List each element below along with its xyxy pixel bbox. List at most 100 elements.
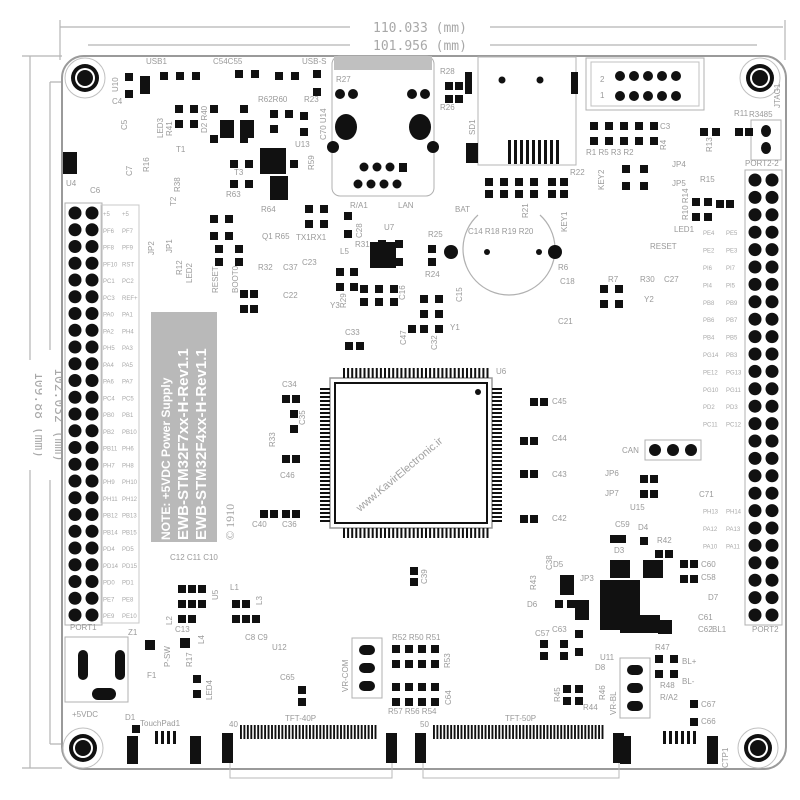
header-pin <box>85 223 99 237</box>
port1-pin-label: PH11 <box>103 497 118 503</box>
ctp-pin <box>687 731 690 744</box>
header-pin <box>748 260 762 274</box>
header-pin <box>68 457 82 471</box>
smd-pad <box>635 137 643 145</box>
component-label: C57 <box>535 629 550 638</box>
mcu-pin <box>492 428 502 430</box>
port2-pin-label: PI4 <box>703 283 713 289</box>
fpc-pin <box>532 725 535 739</box>
component-label: R/A1 <box>350 201 368 210</box>
smd-pad <box>540 398 548 406</box>
smd-pad <box>431 698 439 706</box>
smd-pad <box>160 72 168 80</box>
smd-pad <box>252 615 260 623</box>
header-frame <box>64 202 103 626</box>
smd-pad <box>392 660 400 668</box>
fpc-pin <box>298 725 301 739</box>
fpc-pin <box>481 725 484 739</box>
header-pin <box>765 173 779 187</box>
component-label: R17 <box>185 652 194 667</box>
smd-pad <box>240 290 248 298</box>
smd-pad <box>175 105 183 113</box>
smd-pad <box>375 285 383 293</box>
mcu-pin <box>384 368 386 378</box>
header-pin <box>765 556 779 570</box>
header-pin <box>85 541 99 555</box>
fpc-pin <box>546 725 549 739</box>
sd-pin <box>550 140 553 164</box>
can-header: CAN <box>622 439 702 461</box>
header-pin <box>68 441 82 454</box>
smd-pad <box>188 585 196 593</box>
component-label: C39 <box>420 569 429 584</box>
component-label: C36 <box>282 520 297 529</box>
mcu-pin <box>437 368 440 378</box>
smd-pad <box>282 395 290 403</box>
header-pin <box>68 256 82 270</box>
mcu-pin <box>347 528 350 538</box>
smd-pad <box>210 232 218 240</box>
smd-pad <box>716 200 724 208</box>
smd-pad <box>590 122 598 130</box>
mcu-pin <box>470 368 473 378</box>
mcu-pin <box>359 528 362 538</box>
port1-pin-label: PH12 <box>122 497 138 503</box>
mcu-pin <box>492 436 502 438</box>
ic-pad <box>240 120 254 138</box>
mcu-pin <box>320 508 330 510</box>
ctp-pin <box>669 731 672 744</box>
header-pin <box>765 434 779 448</box>
component-label: Q1 R65 <box>262 232 290 241</box>
fpc-pin <box>508 725 511 739</box>
mcu-pin <box>461 368 464 378</box>
smd-pad <box>575 697 583 705</box>
fpc-pin <box>336 725 339 739</box>
jtag-pin1-label: 1 <box>600 91 605 100</box>
fpc-pin <box>601 725 604 739</box>
fpc-pin <box>291 725 294 739</box>
can-label: CAN <box>622 446 639 455</box>
component-labels: JTAG1 TFT-40P 40 TFT-50P 50 TouchPad1 CT… <box>66 57 782 768</box>
fpc-pin <box>246 725 249 739</box>
smd-pad <box>680 575 688 583</box>
smd-pad <box>485 178 493 186</box>
fpc-pin <box>474 725 477 739</box>
mcu-pin <box>355 528 358 538</box>
smd-pad <box>405 645 413 653</box>
smd-pad <box>640 490 648 498</box>
port1-pin-label: +5 <box>103 212 111 218</box>
component-label: R59 <box>307 155 316 170</box>
header-pin <box>68 390 82 404</box>
fpc-pin <box>302 725 304 739</box>
smd-pad <box>560 178 568 186</box>
fpc-pin <box>343 725 346 739</box>
jtag-pin <box>643 71 653 81</box>
fpc-pin <box>315 725 318 739</box>
port1-pin-label: PH9 <box>103 480 115 486</box>
port2-pin-label: PG11 <box>726 388 742 394</box>
mcu-pin <box>466 368 468 378</box>
port1-pin-label: PB0 <box>103 413 115 419</box>
ic-pad <box>560 575 574 595</box>
component-label: R6 <box>558 263 569 272</box>
component-label: C45 <box>552 397 567 406</box>
vr-com-pot: VR-COM <box>341 637 383 699</box>
port2-pin-label: PE12 <box>703 370 718 376</box>
smd-pad <box>292 395 300 403</box>
header-pin <box>85 441 99 454</box>
mcu-pin <box>474 368 477 378</box>
port1-pin-label: PA0 <box>103 313 115 319</box>
component-label: R31 <box>355 240 370 249</box>
mcu-pin <box>320 460 330 462</box>
component-label: C8 C9 <box>245 633 268 642</box>
smd-pad <box>193 675 201 683</box>
mcu-pin <box>492 396 502 398</box>
fpc-pin <box>529 725 532 739</box>
header-pin <box>68 323 82 337</box>
mcu-pin <box>492 520 502 522</box>
mcu-pin <box>429 368 432 378</box>
mcu-pin <box>412 528 415 538</box>
smd-pad <box>650 490 658 498</box>
fpc-pin <box>463 725 466 739</box>
mcu-pin <box>492 484 502 486</box>
